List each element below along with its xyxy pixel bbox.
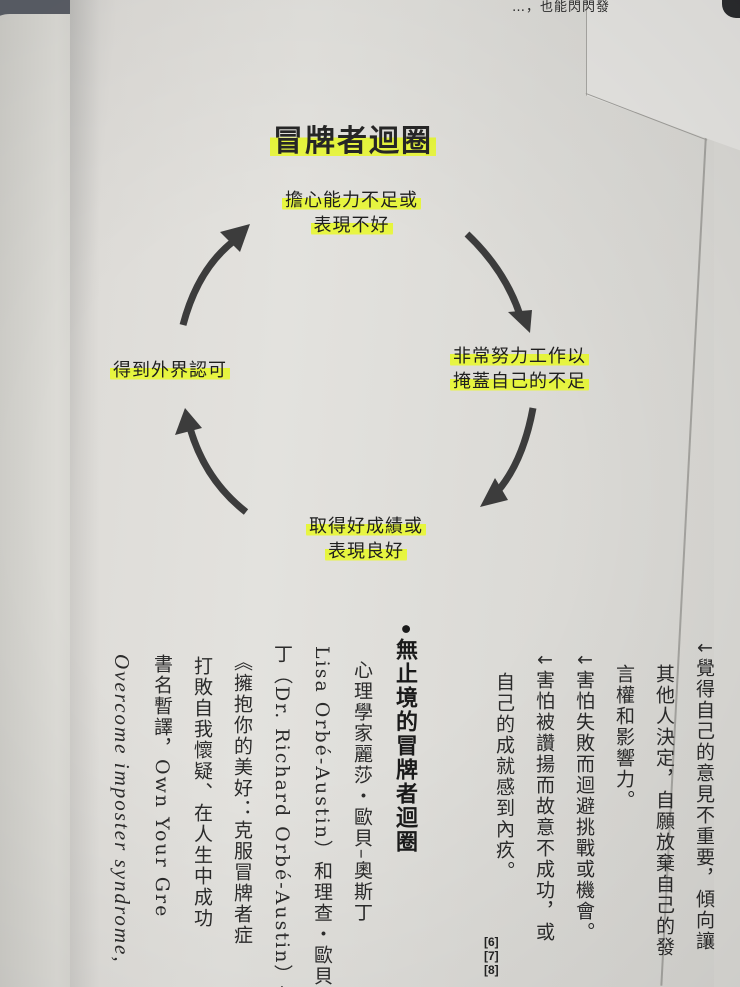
body-column: 自己的成就感到內疚。 — [493, 672, 515, 882]
node-line: 取得好成績或 — [306, 516, 426, 537]
book-page — [70, 0, 740, 987]
cycle-node-recognition: 得到外界認可 — [110, 358, 230, 383]
reference-7: [7] — [484, 949, 499, 963]
right-page-strip — [714, 0, 740, 987]
cycle-node-success: 取得好成績或 表現良好 — [306, 514, 426, 564]
node-line: 擔心能力不足或 — [282, 190, 421, 211]
node-line: 掩蓋自己的不足 — [450, 371, 589, 392]
node-line: 表現良好 — [325, 541, 407, 562]
reference-markers: [6] [7] [8] — [484, 935, 499, 977]
body-column: 書名暫譯，Own Your Gre — [151, 654, 173, 919]
body-column: Lisa Orbé-Austin）和理查・歐貝 — [311, 646, 333, 987]
body-column: ↓覺得自己的意見不重要，傾向讓 — [693, 640, 715, 952]
node-line: 得到外界認可 — [110, 360, 230, 381]
reference-6: [6] — [484, 935, 499, 949]
body-column: 打敗自我懷疑、在人生中成功 — [191, 656, 213, 929]
node-line: 非常努力工作以 — [450, 346, 589, 367]
body-column: 其他人決定，自願放棄自己的發 — [653, 664, 675, 958]
cycle-node-overwork: 非常努力工作以 掩蓋自己的不足 — [450, 344, 589, 394]
column-gap — [426, 618, 484, 987]
body-column: ↓害怕被讚揚而故意不成功，或 — [533, 652, 555, 943]
cycle-node-worry: 擔心能力不足或 表現不好 — [282, 188, 421, 238]
section-heading: •無止境的冒牌者迴圈 — [392, 622, 417, 855]
diagram-title: 冒牌者迴圈 — [270, 116, 436, 160]
running-header-snippet: …，也能閃閃發 — [512, 0, 611, 15]
reference-8: [8] — [484, 963, 499, 977]
body-column: ↓害怕失敗而迴避挑戰或機會。 — [573, 652, 595, 943]
body-column-english: Overcome imposter syndrome, — [110, 654, 134, 964]
body-column: 丁（Dr. Richard Orbé-Austin）在 — [271, 644, 293, 987]
background-corner — [722, 0, 740, 18]
node-line: 表現不好 — [310, 215, 393, 236]
body-column: 言權和影響力。 — [613, 664, 635, 811]
diagram-title-text: 冒牌者迴圈 — [270, 124, 436, 159]
body-column: 《擁抱你的美好：克服冒牌者症 — [231, 652, 253, 946]
body-column: 心理學家麗莎・歐貝–奧斯丁 — [351, 660, 373, 924]
vertical-text-body: ↓覺得自己的意見不重要，傾向讓 其他人決定，自願放棄自己的發 言權和影響力。 ↓… — [102, 618, 724, 987]
